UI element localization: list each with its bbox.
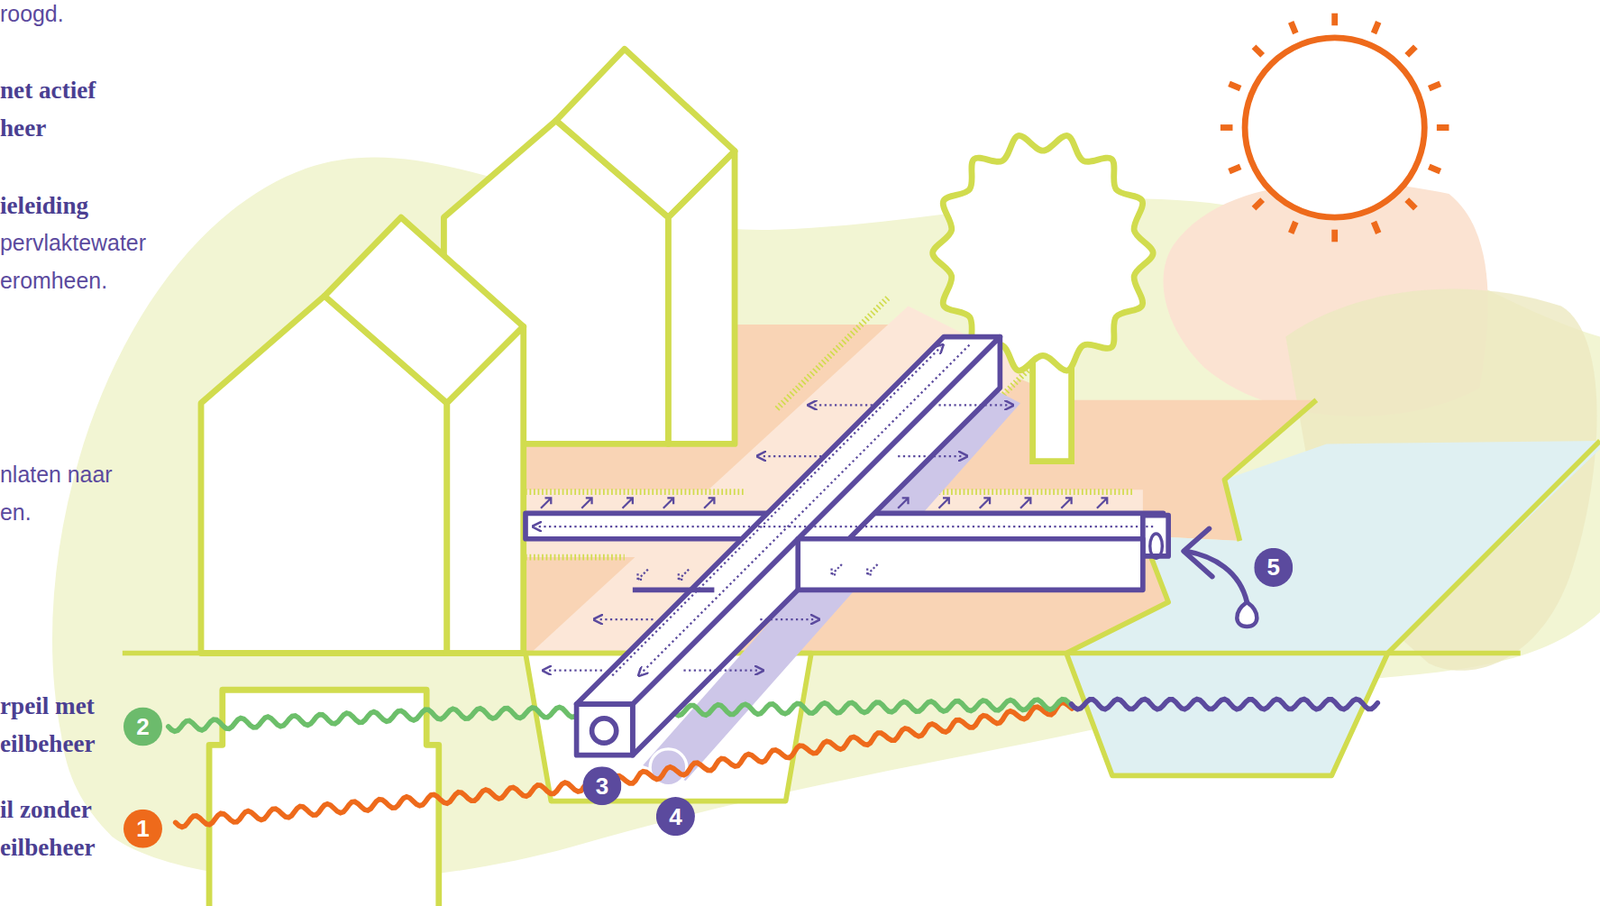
callout-number: 1	[123, 809, 163, 849]
sun-ray	[1373, 221, 1379, 234]
infiltration-mark	[1097, 497, 1107, 508]
inlet-arrow	[1183, 528, 1213, 576]
sun-ray	[1407, 46, 1417, 56]
house-wall	[667, 151, 735, 445]
sun-ray	[1428, 166, 1441, 172]
infiltration-mark	[1060, 497, 1071, 508]
callout-number: 5	[1253, 548, 1293, 587]
infiltration-mark	[540, 497, 551, 508]
side-text: nlaten naar en.	[0, 456, 128, 532]
infiltration-mark	[663, 497, 674, 508]
infiltration-mark	[1020, 497, 1031, 508]
callout-circle	[582, 766, 622, 805]
canal-bank	[1066, 440, 1600, 776]
canal-bank	[1224, 400, 1317, 541]
flow-arrow	[596, 618, 653, 621]
sun-ray	[1229, 83, 1242, 89]
flow-arrow	[759, 618, 816, 621]
callout-number: 2	[123, 706, 163, 746]
flow-arrow	[897, 455, 965, 458]
sun	[1244, 37, 1425, 218]
infiltration-mark	[979, 497, 990, 508]
flow-arrow	[683, 669, 760, 672]
pipe	[797, 539, 1143, 591]
side-text: ieleiding	[0, 186, 204, 225]
tree-trunk	[1033, 358, 1072, 461]
side-text: pervlaktewater eromheen.	[0, 224, 184, 301]
infiltration-mark	[897, 497, 908, 508]
side-text: il zonder eilbeheer	[0, 790, 118, 867]
canal	[1066, 400, 1600, 777]
sun-ray	[1220, 124, 1234, 131]
sun-ray	[1229, 166, 1242, 172]
flow-arrow	[535, 345, 1153, 677]
callout-number: 4	[656, 796, 695, 836]
infiltration-mark	[704, 497, 714, 508]
pipe-outlet	[1150, 533, 1163, 558]
sun-ray	[1253, 46, 1263, 56]
flow-arrow	[612, 347, 942, 677]
infiltration-mark	[638, 569, 649, 580]
flow-arrow	[546, 669, 603, 672]
canal-water	[1066, 440, 1600, 776]
sun-ray	[1407, 200, 1417, 210]
inlet-arrow	[1183, 528, 1257, 627]
infiltration-mark	[622, 497, 633, 508]
pipe	[632, 586, 715, 593]
side-text: net actief heer	[0, 71, 123, 147]
callout-number: 5	[1253, 548, 1293, 587]
callout-number: 1	[123, 809, 163, 849]
sun-ray	[1253, 200, 1263, 210]
callout-number: 3	[582, 766, 622, 805]
side-text: rpeil met eilbeheer	[0, 687, 118, 764]
sun-ray	[1331, 229, 1338, 243]
callout-number: 3	[582, 766, 622, 805]
house-wall	[447, 326, 524, 653]
pipe	[576, 337, 1001, 705]
infiltration-mark	[540, 497, 1107, 580]
sun-ray	[1373, 21, 1379, 34]
pipe	[576, 704, 633, 756]
sun-ray	[1290, 21, 1296, 34]
callout-circle	[123, 706, 163, 746]
callout-number: 2	[123, 706, 163, 746]
infiltration-mark	[581, 497, 592, 508]
sun-ray	[1428, 83, 1441, 89]
sun-ray	[1290, 221, 1296, 234]
infiltration-mark	[867, 564, 878, 575]
infiltration-mark	[938, 497, 949, 508]
flow-arrow	[535, 525, 1153, 528]
infiltration-mark	[832, 564, 842, 575]
callout-number: 4	[656, 796, 695, 836]
callout-circle	[656, 796, 695, 836]
sun-ray	[1436, 124, 1450, 131]
callout-circle	[123, 809, 163, 849]
side-text: roogd.	[0, 0, 204, 33]
flow-arrow	[640, 345, 970, 675]
water-level	[1071, 698, 1379, 709]
flow-arrow	[811, 403, 878, 406]
water-level	[168, 698, 1378, 827]
callout-circle	[1253, 548, 1293, 587]
pipe	[592, 718, 617, 743]
sun-ray	[1331, 13, 1338, 27]
infiltration-mark	[678, 569, 689, 580]
water-drop	[1236, 602, 1257, 627]
pipe-end	[1142, 515, 1169, 557]
sun	[1220, 13, 1450, 243]
flow-arrow	[938, 403, 1010, 406]
flow-arrow	[759, 455, 822, 458]
pipe	[525, 337, 1169, 756]
